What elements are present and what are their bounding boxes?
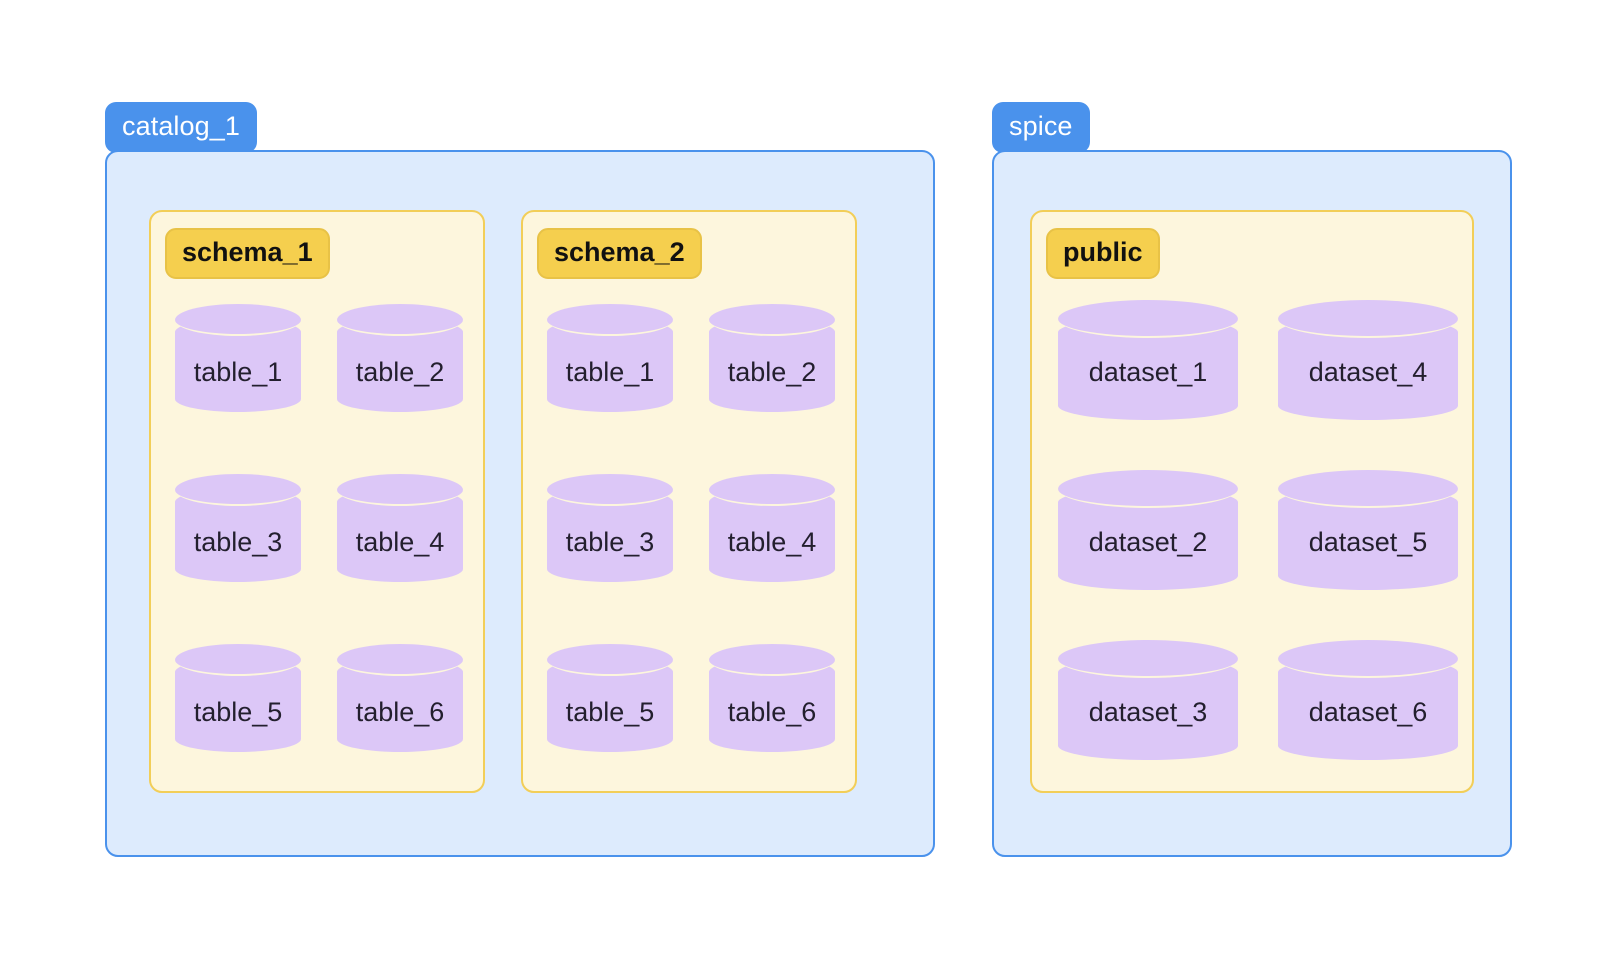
table-cylinder[interactable]: table_2 <box>709 304 835 412</box>
table-label: table_6 <box>355 697 445 727</box>
cylinder-top-ellipse <box>1278 640 1458 678</box>
table-grid-schema-2: table_1 table_2 table_3 <box>547 304 835 752</box>
table-cylinder[interactable]: table_6 <box>709 644 835 752</box>
table-label: table_3 <box>193 527 283 557</box>
group-badge-catalog-1[interactable]: catalog_1 <box>105 102 257 153</box>
schema-panel-schema-2: schema_2 table_1 table_2 <box>521 210 857 793</box>
table-label: table_6 <box>727 697 817 727</box>
cylinder-top-ellipse <box>1058 640 1238 678</box>
cylinder-top-ellipse <box>337 644 463 676</box>
table-cylinder[interactable]: table_1 <box>547 304 673 412</box>
table-label: table_5 <box>193 697 283 727</box>
table-cylinder[interactable]: table_4 <box>709 474 835 582</box>
cylinder-top-ellipse <box>1278 470 1458 508</box>
group-badge-spice[interactable]: spice <box>992 102 1090 153</box>
cylinder-top-ellipse <box>547 474 673 506</box>
dataset-label: dataset_3 <box>1088 697 1208 727</box>
table-label: table_5 <box>565 697 655 727</box>
cylinder-top-ellipse <box>337 474 463 506</box>
table-cylinder[interactable]: table_5 <box>547 644 673 752</box>
schema-badge-schema-2[interactable]: schema_2 <box>537 228 702 279</box>
cylinder-top-ellipse <box>175 474 301 506</box>
table-cylinder[interactable]: table_4 <box>337 474 463 582</box>
table-cylinder[interactable]: table_3 <box>547 474 673 582</box>
table-cylinder[interactable]: table_3 <box>175 474 301 582</box>
cylinder-top-ellipse <box>175 304 301 336</box>
table-label: table_4 <box>355 527 445 557</box>
table-label: table_2 <box>727 357 817 387</box>
cylinder-top-ellipse <box>1278 300 1458 338</box>
group-body-spice: public dataset_1 dataset_4 <box>992 150 1512 857</box>
dataset-cylinder[interactable]: dataset_1 <box>1058 300 1238 420</box>
dataset-label: dataset_5 <box>1308 527 1428 557</box>
dataset-grid-public: dataset_1 dataset_4 dataset_2 <box>1058 300 1458 760</box>
cylinder-top-ellipse <box>1058 300 1238 338</box>
cylinder-top-ellipse <box>709 644 835 676</box>
dataset-cylinder[interactable]: dataset_4 <box>1278 300 1458 420</box>
dataset-label: dataset_6 <box>1308 697 1428 727</box>
group-spice: spice public dataset_1 dataset_4 <box>992 102 1512 857</box>
schema-badge-schema-1[interactable]: schema_1 <box>165 228 330 279</box>
schema-panel-public: public dataset_1 dataset_4 <box>1030 210 1474 793</box>
cylinder-top-ellipse <box>709 474 835 506</box>
table-label: table_3 <box>565 527 655 557</box>
cylinder-top-ellipse <box>709 304 835 336</box>
schema-panel-schema-1: schema_1 table_1 table_2 <box>149 210 485 793</box>
cylinder-top-ellipse <box>175 644 301 676</box>
table-cylinder[interactable]: table_5 <box>175 644 301 752</box>
table-cylinder[interactable]: table_1 <box>175 304 301 412</box>
table-label: table_1 <box>565 357 655 387</box>
table-grid-schema-1: table_1 table_2 table_3 <box>175 304 463 752</box>
dataset-cylinder[interactable]: dataset_2 <box>1058 470 1238 590</box>
table-label: table_4 <box>727 527 817 557</box>
cylinder-top-ellipse <box>547 644 673 676</box>
table-label: table_1 <box>193 357 283 387</box>
group-catalog-1: catalog_1 schema_1 table_1 table_2 <box>105 102 935 857</box>
dataset-cylinder[interactable]: dataset_6 <box>1278 640 1458 760</box>
cylinder-top-ellipse <box>1058 470 1238 508</box>
dataset-label: dataset_1 <box>1088 357 1208 387</box>
table-cylinder[interactable]: table_6 <box>337 644 463 752</box>
group-body-catalog-1: schema_1 table_1 table_2 <box>105 150 935 857</box>
table-label: table_2 <box>355 357 445 387</box>
dataset-cylinder[interactable]: dataset_5 <box>1278 470 1458 590</box>
cylinder-top-ellipse <box>547 304 673 336</box>
cylinder-top-ellipse <box>337 304 463 336</box>
schema-badge-public[interactable]: public <box>1046 228 1160 279</box>
table-cylinder[interactable]: table_2 <box>337 304 463 412</box>
dataset-label: dataset_2 <box>1088 527 1208 557</box>
dataset-label: dataset_4 <box>1308 357 1428 387</box>
dataset-cylinder[interactable]: dataset_3 <box>1058 640 1238 760</box>
